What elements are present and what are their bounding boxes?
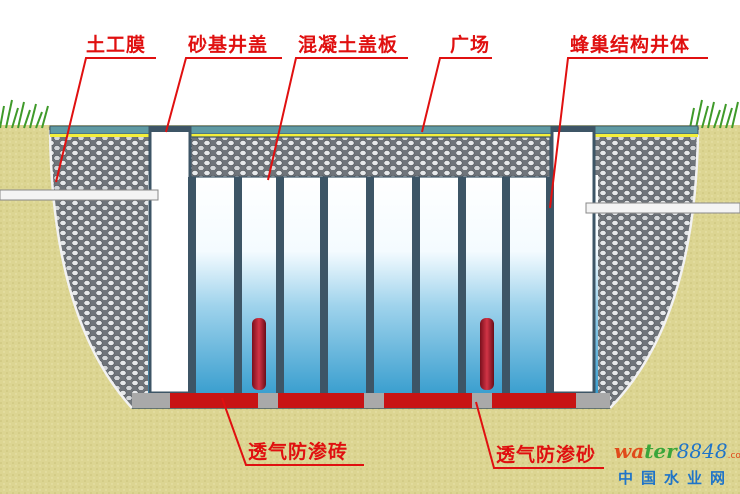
label-geomembrane: 土工膜 <box>86 34 147 56</box>
watermark-8848: 8848 <box>676 439 728 463</box>
plaza-pavement <box>49 125 699 135</box>
inlet-pipe <box>0 189 159 201</box>
leader-lines <box>55 57 708 469</box>
manhole-shaft-right <box>550 126 596 395</box>
sand-layer <box>50 134 698 137</box>
watermark-wa: wa <box>614 439 645 463</box>
label-permeable-sand: 透气防渗砂 <box>496 444 597 466</box>
grass-left <box>0 99 49 129</box>
watermark-logo: water8848.com <box>614 438 740 464</box>
permeable-bricks <box>132 393 610 408</box>
watermark-ter: ter <box>644 439 677 463</box>
concrete-cover-plate <box>189 136 551 178</box>
manhole-shaft-left <box>148 126 192 395</box>
manhole-cover-right <box>552 126 594 132</box>
watermark-cn: 中国水业网 <box>618 469 734 487</box>
manhole-cover-left <box>150 126 190 132</box>
label-honeycomb-well-body: 蜂巢结构井体 <box>570 34 691 56</box>
outlet-pipe <box>585 202 740 214</box>
label-plaza: 广场 <box>450 34 491 56</box>
label-concrete-cover-plate: 混凝土盖板 <box>298 34 399 56</box>
watermark-suffix: .com <box>727 451 740 461</box>
geomembrane <box>48 129 700 409</box>
honeycomb-columns <box>188 177 554 393</box>
pump-left <box>252 318 266 390</box>
grass-right <box>689 99 739 129</box>
label-permeable-brick: 透气防渗砖 <box>248 441 349 463</box>
pump-right <box>480 318 494 390</box>
label-sand-manhole-cover: 砂基井盖 <box>188 34 269 56</box>
